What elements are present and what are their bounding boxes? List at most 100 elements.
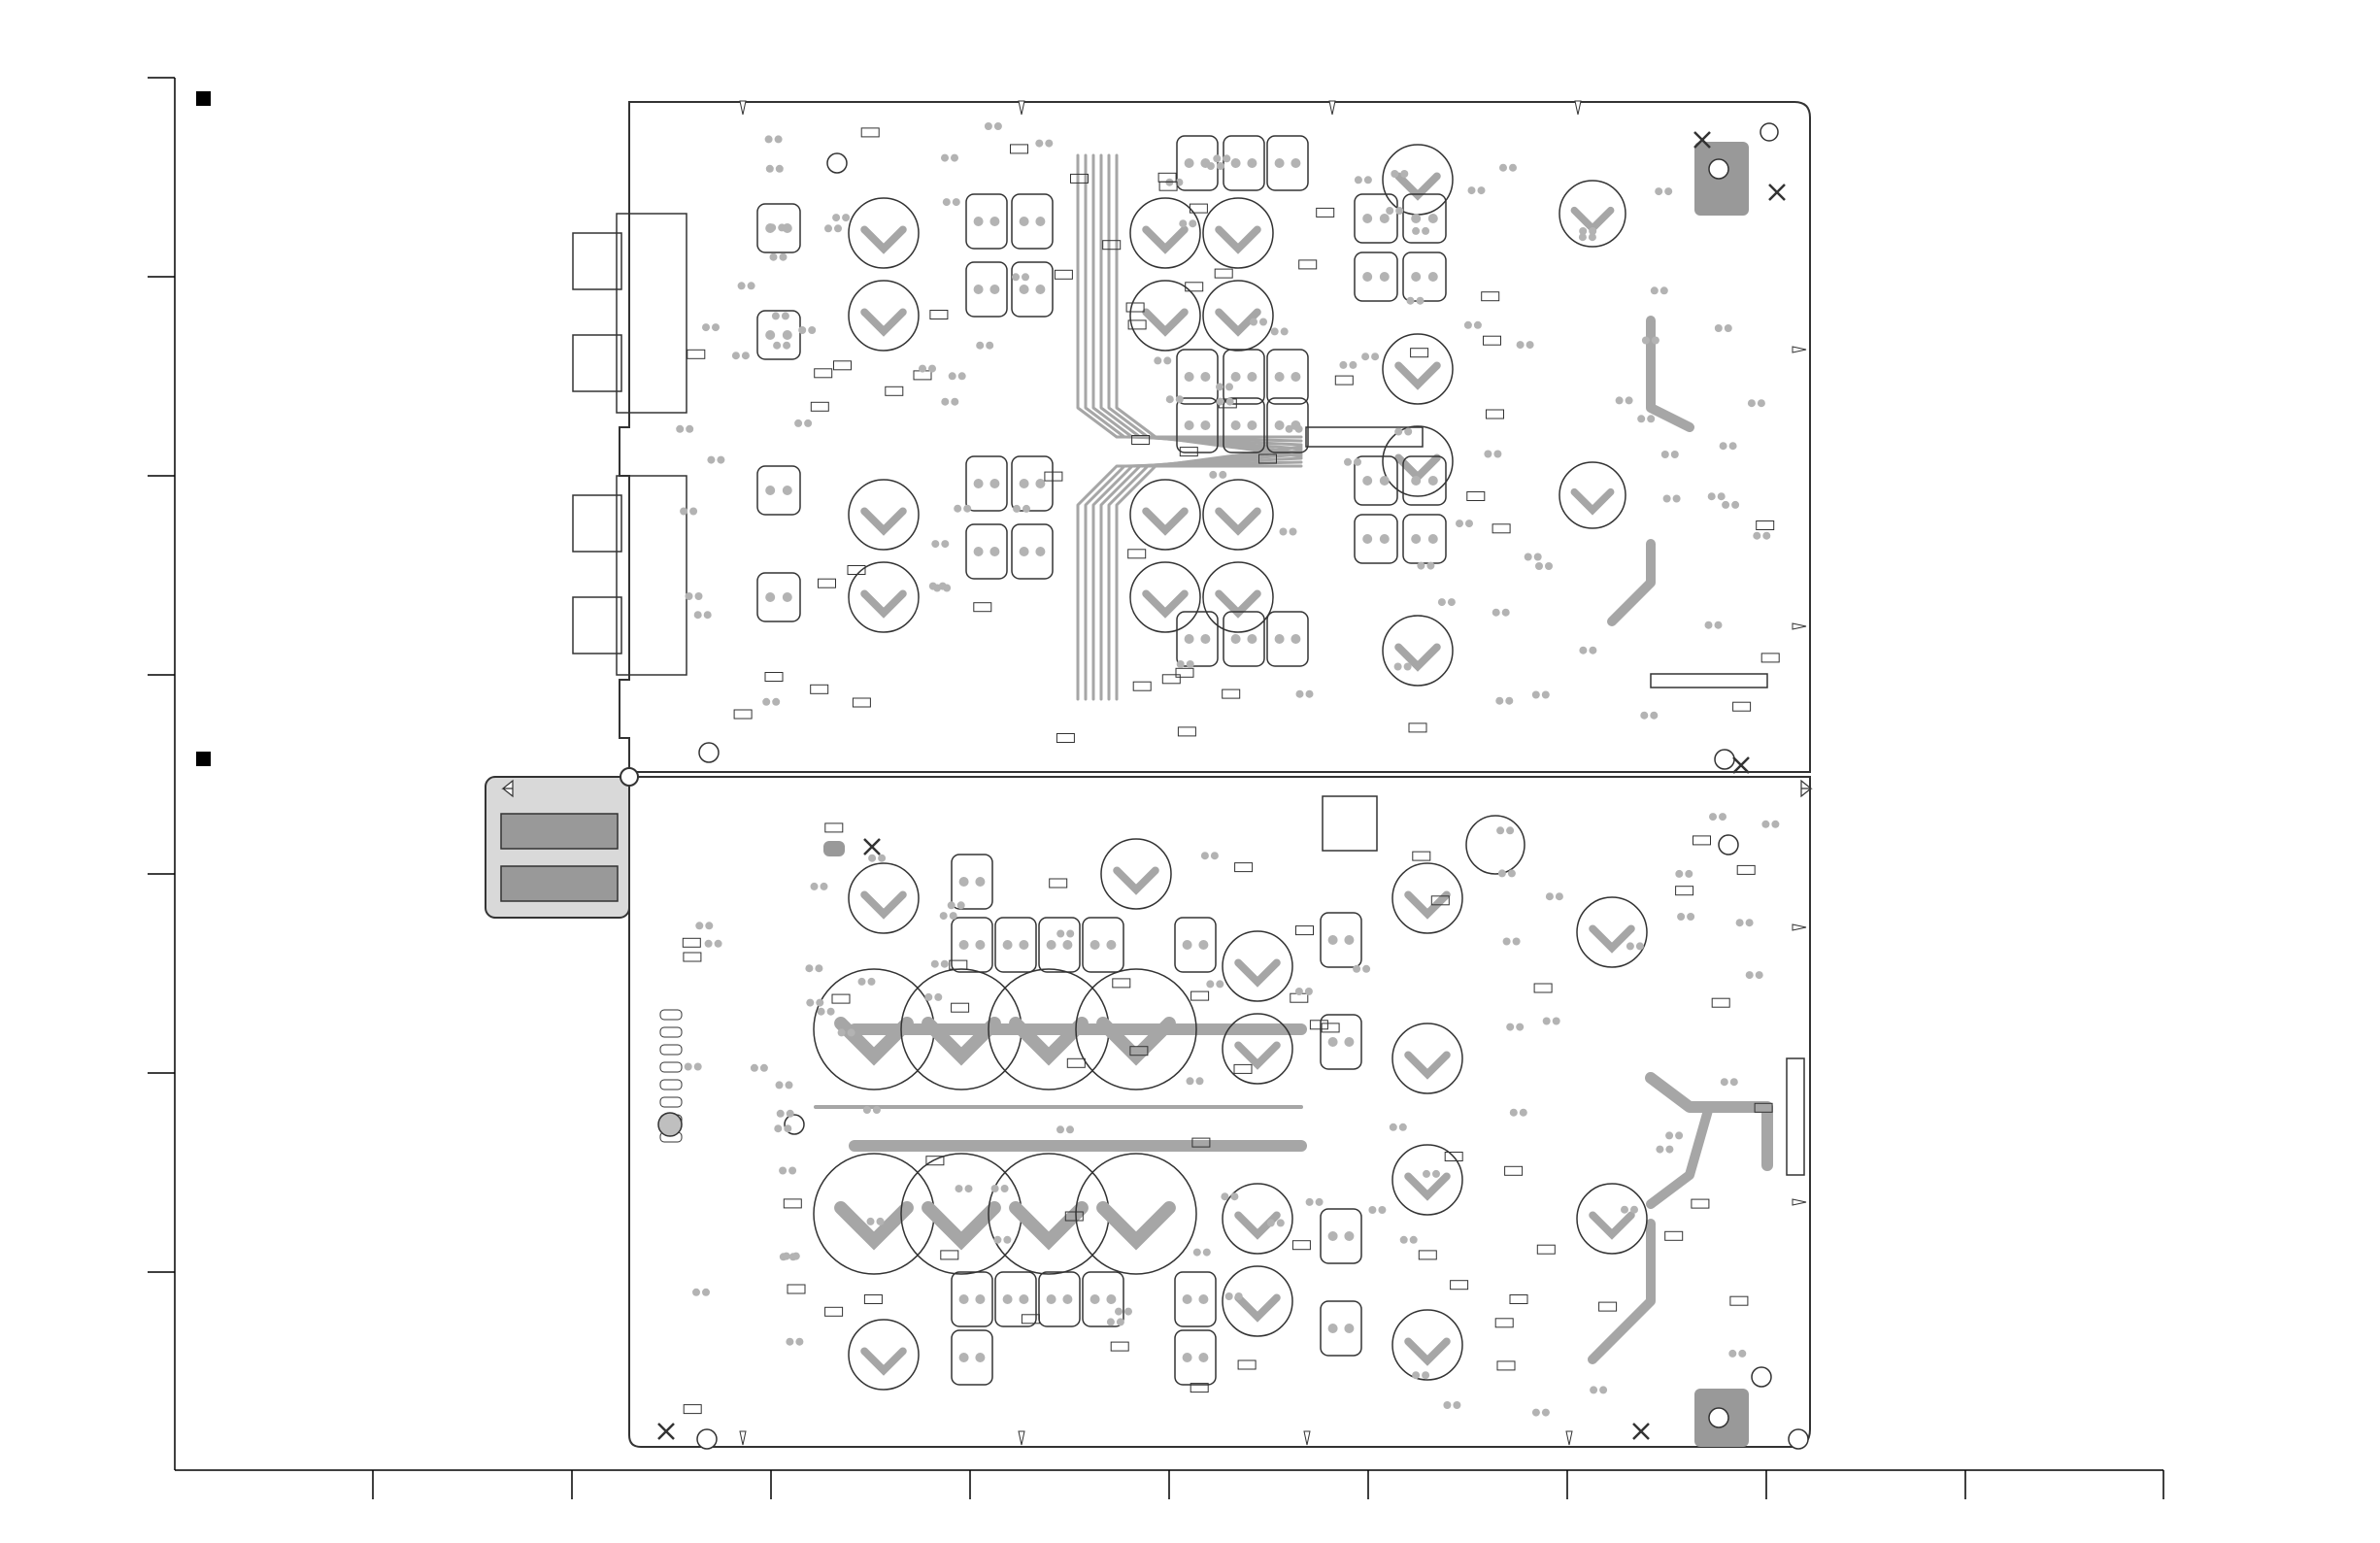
arrow-marker-icon [1793, 347, 1806, 352]
pad [738, 282, 746, 289]
pad [975, 1294, 985, 1304]
pad [989, 217, 999, 226]
copper-trace [1592, 1224, 1651, 1359]
component-body [1224, 136, 1264, 190]
copper-trace [1117, 447, 1301, 699]
pad [1003, 1236, 1011, 1244]
component-body [757, 573, 800, 621]
pad [1546, 892, 1554, 900]
pad [704, 611, 712, 619]
pad [1177, 660, 1185, 668]
pad [1020, 285, 1029, 294]
pad [989, 547, 999, 556]
component-body [995, 1272, 1036, 1326]
pad [1185, 634, 1194, 644]
resistor [1497, 1361, 1515, 1370]
pad [712, 323, 720, 331]
pad [1474, 321, 1482, 329]
screw-icon [658, 1424, 674, 1439]
pad [1020, 479, 1029, 488]
pad [1762, 532, 1770, 540]
pad [1715, 621, 1723, 629]
resistor [1056, 734, 1074, 743]
pad [1362, 214, 1372, 223]
resistor [1757, 521, 1774, 530]
pad [1198, 940, 1208, 950]
component-body [757, 466, 800, 515]
pad [1013, 505, 1021, 513]
pad [868, 978, 876, 986]
pad [1456, 520, 1463, 527]
pad [1630, 1206, 1638, 1214]
resistor [1011, 145, 1028, 153]
electrolytic-capacitor [1203, 562, 1273, 632]
component-body [1224, 612, 1264, 666]
pad [1267, 1219, 1275, 1226]
pad [1354, 458, 1361, 466]
pad [951, 154, 958, 162]
pad [1211, 852, 1219, 859]
pad [1411, 214, 1421, 223]
capacitor-outline [1466, 816, 1525, 874]
pad [1428, 214, 1438, 223]
resistor [1665, 1231, 1683, 1240]
pad [702, 1289, 710, 1296]
pad [1047, 940, 1056, 950]
arrow-marker-icon [1019, 1431, 1024, 1445]
pad [1417, 562, 1425, 570]
board-joint-hole-icon [620, 768, 638, 786]
pad [792, 1253, 800, 1260]
electrolytic-capacitor [1383, 616, 1453, 686]
pad [1328, 1231, 1338, 1241]
capacitor-lead-trace [1398, 647, 1437, 666]
pad [1296, 690, 1304, 698]
pad [1185, 420, 1194, 430]
pad [1275, 158, 1285, 168]
pad [780, 253, 788, 261]
section-marker-icon [196, 752, 211, 766]
electrolytic-capacitor [849, 480, 919, 550]
pad [1525, 553, 1532, 561]
pad [948, 901, 955, 909]
pad [1231, 420, 1241, 430]
capacitor-lead-trace [1408, 1055, 1447, 1074]
pad [974, 285, 984, 294]
pad [1718, 492, 1726, 500]
pad [1183, 1353, 1192, 1362]
pad [1509, 164, 1517, 172]
pad [832, 214, 840, 221]
component-body [1224, 350, 1264, 404]
pad [1746, 971, 1754, 979]
pad [1380, 476, 1390, 486]
resistor [825, 823, 843, 832]
jack-connector [573, 495, 621, 552]
resistor [660, 1097, 682, 1107]
pad [991, 1185, 999, 1192]
resistor [1693, 836, 1711, 845]
pad [1756, 971, 1763, 979]
pad [1391, 170, 1398, 178]
pad [1295, 425, 1303, 433]
resistor [1487, 410, 1504, 419]
pad [941, 154, 949, 162]
pad [931, 960, 939, 968]
pad [1203, 1249, 1211, 1257]
pad [1344, 1324, 1354, 1333]
capacitor-lead-trace [1146, 593, 1185, 613]
pad [1748, 399, 1756, 407]
component-body [966, 262, 1007, 317]
component-body [1039, 918, 1080, 972]
pad [941, 540, 949, 548]
jack-connector [573, 597, 621, 654]
pad [1003, 1294, 1013, 1304]
pad [1736, 919, 1744, 926]
connector-housing [617, 214, 687, 413]
pad [805, 964, 813, 972]
pad [1154, 356, 1161, 364]
pad [1423, 1170, 1430, 1178]
pad [1532, 1409, 1540, 1417]
pad [1673, 495, 1681, 503]
component-body [1175, 1272, 1216, 1326]
pad [1637, 415, 1645, 422]
pad [1247, 158, 1257, 168]
